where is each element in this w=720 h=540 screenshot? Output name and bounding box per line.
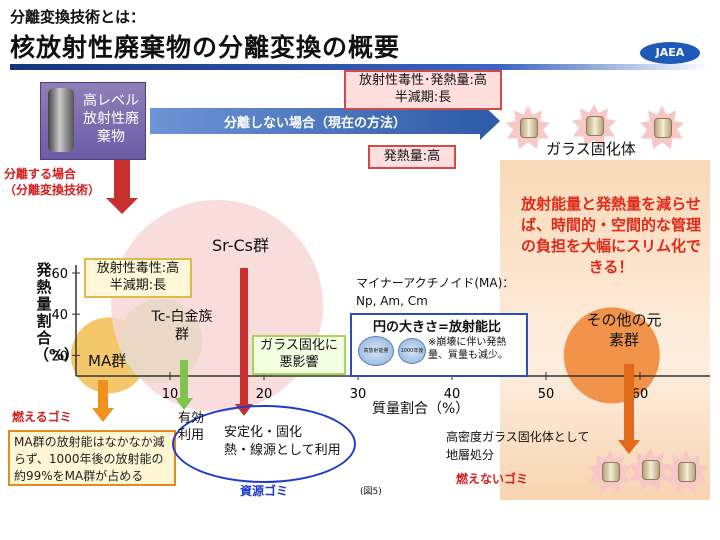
separation-label-line1: 分離する場合 <box>4 167 77 181</box>
ma-note-line1: マイナーアクチノイド(MA)： <box>356 276 515 290</box>
ma-toxicity-callout: 放射性毒性:高 半減期:長 <box>84 258 192 298</box>
no-separation-arrowhead <box>480 102 500 140</box>
drum-icon <box>678 462 696 482</box>
x-tick-label: 40 <box>444 387 461 402</box>
drum-icon <box>602 462 620 482</box>
resource-ellipse <box>172 405 356 483</box>
x-tick-label: 50 <box>538 387 555 402</box>
x-tick-label: 10 <box>162 387 179 402</box>
bubble-label-tc: Tc-白金族群 <box>151 309 213 343</box>
separation-arrowhead <box>106 198 138 214</box>
stabilize-line2: 熱・線源として利用 <box>224 443 341 458</box>
no-separation-arrow <box>150 108 480 134</box>
x-tick-label: 30 <box>350 387 367 402</box>
y-tick-label: 40 <box>51 308 68 323</box>
stabilize-label: 安定化・固化 熱・線源として利用 <box>224 424 341 460</box>
other-down-arrowhead <box>618 440 640 454</box>
reduction-message: 放射能量と発熱量を減らせば、時間的・空間的な管理の負担を大幅にスリム化できる！ <box>520 195 701 276</box>
drum-icon <box>654 118 672 138</box>
effective-use-label: 有効利用 <box>178 411 205 443</box>
page-title: 核放射性廃棄物の分離変換の概要 <box>10 33 401 62</box>
legend-circle-small: 1000年後 <box>398 338 426 364</box>
canister-icon <box>48 88 74 152</box>
ma-note-line2: Np, Am, Cm <box>356 294 428 308</box>
ma-down-arrow <box>98 380 108 410</box>
toxicity-callout-line1: 放射性毒性･発熱量:高 <box>359 73 487 88</box>
minor-actinides-note: マイナーアクチノイド(MA)： Np, Am, Cm <box>356 274 514 310</box>
bubble-label-ma: MA群 <box>88 352 127 370</box>
legend-title: 円の大きさ=放射能比 <box>373 320 501 335</box>
heat-high-callout: 発熱量:高 <box>368 145 456 169</box>
legend-note: ※崩壊に伴い発熱量、質量も減少。 <box>428 337 508 361</box>
ma-down-arrowhead <box>92 408 114 422</box>
ma-toxicity-line1: 放射性毒性:高 <box>96 261 180 276</box>
jaea-logo: JAEA <box>640 42 700 64</box>
no-separation-label: 分離しない場合（現在の方法） <box>223 116 406 131</box>
drum-icon <box>642 460 660 480</box>
hlw-label: 高レベル放射性廃棄物 <box>83 93 139 145</box>
separation-label: 分離する場合 （分離変換技術） <box>4 166 100 198</box>
legend-circle-large: 高放射能量 <box>358 336 394 366</box>
stabilize-line1: 安定化・固化 <box>224 425 303 440</box>
separation-arrow <box>114 160 130 200</box>
ma-note-box: MA群の放射能はなかなか減らず、1000年後の放射能の約99%をMA群が占める <box>8 430 176 486</box>
bubble-3 <box>563 307 660 404</box>
non-burnable-label: 燃えないゴミ <box>456 472 529 486</box>
glass-bad-line2: 悪影響 <box>279 355 319 370</box>
drum-icon <box>520 118 538 138</box>
y-tick-label: 20 <box>51 349 68 364</box>
x-axis-label: 質量割合（%） <box>372 401 470 417</box>
bubble-label-srcs: Sr-Cs群 <box>212 236 269 255</box>
tc-down-arrow <box>180 360 188 400</box>
disposal-line1: 高密度ガラス固化体として <box>446 430 590 444</box>
toxicity-callout-line2: 半減期:長 <box>394 90 452 105</box>
x-tick-label: 60 <box>632 387 649 402</box>
resource-label: 資源ゴミ <box>240 484 289 498</box>
other-down-arrow <box>624 364 634 442</box>
tc-down-arrowhead <box>175 398 193 410</box>
disposal-line2: 地層処分 <box>446 448 495 462</box>
srcs-down-arrow <box>240 268 248 408</box>
x-tick-label: 20 <box>256 387 273 402</box>
drum-icon <box>586 116 604 136</box>
figure-number: (図5) <box>360 487 382 497</box>
disposal-note: 高密度ガラス固化体として 地層処分 <box>446 428 589 464</box>
glass-bad-callout: ガラス固化に 悪影響 <box>252 335 346 375</box>
glass-label: ガラス固化体 <box>546 140 636 158</box>
bubble-label-other: その他の元素群 <box>586 311 662 349</box>
y-axis-label: 発熱量割合（%） <box>34 261 80 364</box>
separation-label-line2: （分離変換技術） <box>4 183 101 197</box>
burnable-label: 燃えるゴミ <box>12 410 72 424</box>
y-tick-label: 60 <box>51 267 68 282</box>
kicker-text: 分離変換技術とは： <box>10 8 146 26</box>
toxicity-callout: 放射性毒性･発熱量:高 半減期:長 <box>344 70 502 110</box>
glass-bad-line1: ガラス固化に <box>260 338 338 353</box>
ma-toxicity-line2: 半減期:長 <box>109 278 167 293</box>
title-underline <box>10 64 710 70</box>
